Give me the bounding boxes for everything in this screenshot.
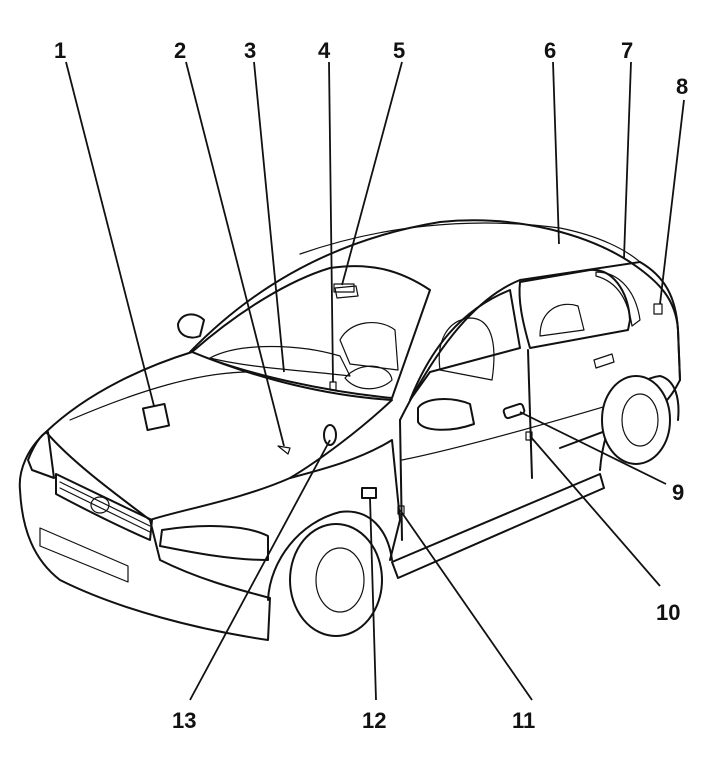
badge [90, 496, 110, 514]
windscreen [191, 265, 431, 399]
leader-12 [369, 497, 377, 701]
steering-wheel [344, 365, 393, 390]
wing-mirror [417, 398, 475, 431]
leader-11 [399, 509, 533, 701]
rear-door-line [527, 349, 533, 479]
component-9-handle [502, 402, 526, 420]
front-wheel-hub [315, 547, 365, 613]
leader-13 [189, 439, 331, 701]
callout-1: 1 [54, 38, 66, 63]
rear-view-mirror [334, 285, 359, 299]
rear-wheel-hub [621, 393, 659, 447]
leader-2 [185, 61, 285, 447]
front-window [409, 289, 521, 401]
component-5-marker [333, 283, 355, 293]
leader-7 [623, 61, 632, 259]
component-13-cap [323, 424, 337, 446]
leader-5 [341, 61, 403, 286]
callout-6: 6 [544, 38, 556, 63]
component-8-marker [653, 303, 663, 315]
callout-2: 2 [174, 38, 186, 63]
sill [391, 473, 605, 579]
roof-line [299, 222, 641, 263]
leader-8 [659, 99, 685, 305]
rear-door-handle [593, 353, 615, 369]
grille-slats [59, 481, 151, 533]
bonnet-crease [69, 371, 251, 421]
leader-6 [552, 61, 560, 245]
callout-11: 11 [512, 708, 535, 733]
rear-end [639, 261, 681, 381]
component-10-marker [525, 431, 533, 441]
callout-7: 7 [621, 38, 633, 63]
front-seat [438, 317, 495, 381]
leader-3 [253, 61, 285, 373]
grille [55, 473, 153, 541]
number-plate [39, 527, 129, 583]
callout-8: 8 [676, 74, 688, 99]
right-headlight [159, 525, 269, 561]
callout-numbers: 1 2 3 4 5 6 7 8 9 10 11 12 13 [54, 38, 688, 733]
callout-3: 3 [244, 38, 256, 63]
leader-lines [65, 61, 685, 701]
component-11-marker [397, 505, 405, 515]
callout-9: 9 [672, 480, 684, 505]
dashboard [209, 345, 351, 377]
leader-1 [65, 61, 155, 407]
front-door-line [399, 419, 403, 541]
callout-12: 12 [362, 708, 386, 733]
rear-seat [539, 303, 585, 337]
left-headlight [27, 431, 55, 479]
interior-seat [339, 322, 399, 371]
leader-4 [328, 61, 334, 383]
car-illustration [18, 219, 681, 641]
leader-9 [519, 411, 667, 485]
left-wing-mirror [177, 313, 205, 339]
leader-10 [529, 435, 661, 587]
front-wheel [289, 523, 383, 637]
callout-10: 10 [656, 600, 680, 625]
callout-5: 5 [393, 38, 405, 63]
component-2-marker [277, 445, 291, 455]
front-wheel-arch [267, 510, 393, 601]
callout-13: 13 [172, 708, 196, 733]
rear-wheel [601, 375, 671, 465]
rear-quarter-window [595, 271, 641, 327]
component-1-label-plate [141, 402, 171, 432]
component-12-box [361, 487, 377, 499]
callout-4: 4 [318, 38, 331, 63]
front-fender [289, 439, 401, 561]
